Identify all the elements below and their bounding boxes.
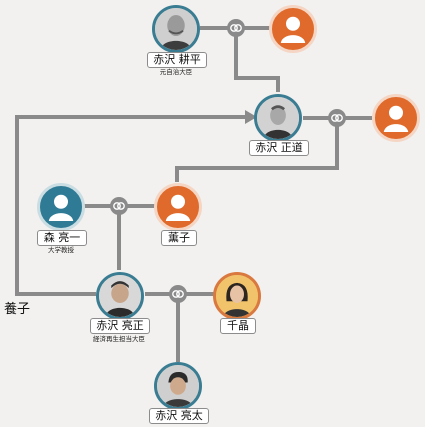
male-silhouette-icon (37, 183, 85, 231)
photo-male-young-icon (154, 362, 202, 410)
descent-line-masamichi (234, 36, 280, 92)
person-name: 赤沢 耕平 (147, 52, 207, 68)
person-name: 千晶 (220, 318, 256, 334)
marriage-ring-icon (328, 109, 346, 127)
descent-line-kaoru (175, 126, 339, 182)
person-name: 森 亮一 (37, 230, 87, 246)
person-name: 赤沢 亮太 (149, 408, 209, 424)
marriage-ring-icon (169, 285, 187, 303)
person-name: 赤沢 正道 (249, 140, 309, 156)
female-silhouette-icon (154, 183, 202, 231)
photo-male-elder-icon (152, 5, 200, 53)
person-caption: 大学教授 (48, 246, 74, 254)
adoption-line (15, 115, 245, 296)
photo-female-icon (213, 272, 261, 320)
person-caption: 経済再生担当大臣 (93, 335, 145, 343)
person-name: 薫子 (161, 230, 197, 246)
photo-male-icon (254, 94, 302, 142)
female-silhouette-icon (269, 5, 317, 53)
adoption-arrow-icon (245, 110, 257, 124)
marriage-ring-icon (227, 19, 245, 37)
marriage-ring-icon (110, 197, 128, 215)
adoption-label: 養子 (4, 302, 31, 317)
female-silhouette-icon (372, 94, 420, 142)
photo-male-icon (96, 272, 144, 320)
person-name: 赤沢 亮正 (90, 318, 150, 334)
person-caption: 元自治大臣 (159, 68, 193, 76)
